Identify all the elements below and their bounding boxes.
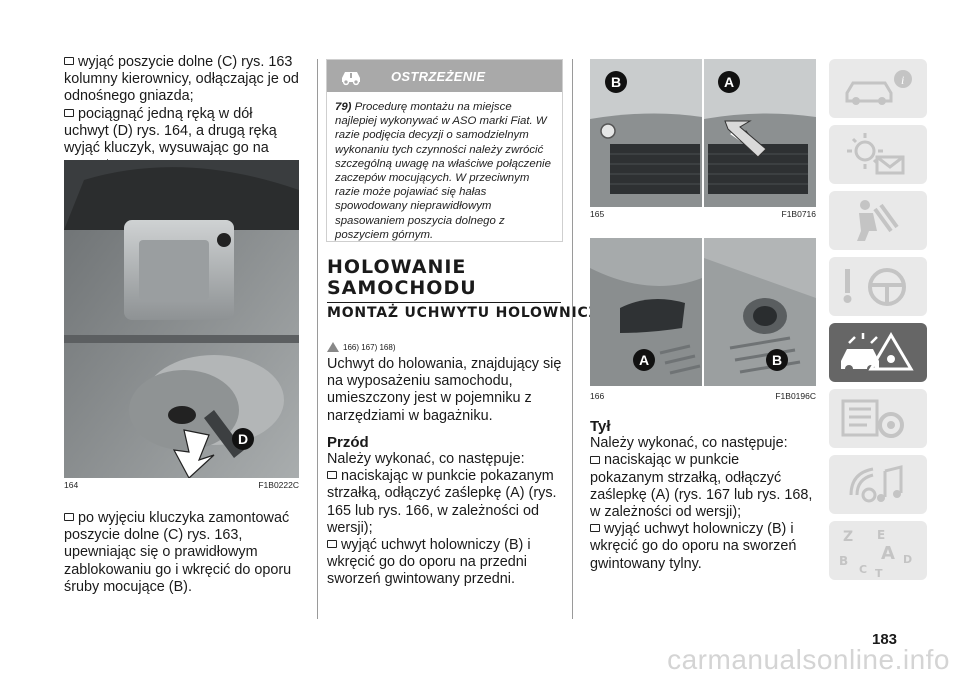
label-d: D bbox=[232, 428, 254, 450]
tab-car-info[interactable]: i bbox=[829, 59, 927, 118]
front-bumper-illustration bbox=[590, 59, 816, 207]
svg-text:E: E bbox=[877, 528, 885, 542]
figure-166-caption: 166 F1B0196C bbox=[590, 391, 816, 401]
figure-number: 165 bbox=[590, 209, 605, 219]
svg-text:i: i bbox=[901, 73, 904, 87]
warning-body: 79) Procedurę montażu na miejsce najlepi… bbox=[327, 92, 562, 242]
step-reinstall-cover: po wyjęciu kluczyka zamontować poszycie … bbox=[64, 510, 299, 596]
tab-warning-lights[interactable] bbox=[829, 125, 927, 184]
figure-number: 164 bbox=[64, 480, 79, 490]
notes-references: 166) 167) 168) bbox=[327, 342, 395, 352]
step-pull-handle: pociągnąć jedną ręką w dół uchwyt (D) ry… bbox=[64, 106, 299, 175]
tab-safety[interactable] bbox=[829, 191, 927, 250]
bullet-icon bbox=[327, 540, 337, 549]
step-text: wyjąć uchwyt holowniczy (B) i wkręcić go… bbox=[590, 521, 797, 572]
tab-index[interactable]: Z E B A D C T bbox=[829, 521, 927, 580]
rear-step-2: wyjąć uchwyt holowniczy (B) i wkręcić go… bbox=[590, 521, 816, 573]
warning-triangle-icon bbox=[327, 342, 339, 352]
svg-text:A: A bbox=[881, 543, 895, 564]
steering-wheel-icon bbox=[843, 268, 906, 306]
step-text: pociągnąć jedną ręką w dół uchwyt (D) ry… bbox=[64, 105, 277, 174]
maintenance-icon bbox=[841, 399, 904, 438]
warning-text: Procedurę montażu na miejsce najlepiej w… bbox=[335, 101, 551, 241]
figure-165-image: B A bbox=[590, 59, 816, 207]
tab-multimedia[interactable] bbox=[829, 455, 927, 514]
step-text: wyjąć uchwyt holowniczy (B) i wkręcić go… bbox=[327, 537, 531, 588]
column-divider bbox=[572, 59, 573, 619]
tab-emergency[interactable] bbox=[829, 323, 927, 382]
step-text: naciskając w punkcie pokazanym strzałką,… bbox=[590, 452, 813, 521]
figure-165-caption: 165 F1B0716 bbox=[590, 209, 816, 219]
svg-text:C: C bbox=[859, 563, 867, 576]
emergency-icon bbox=[841, 332, 914, 373]
bullet-icon bbox=[64, 57, 74, 66]
index-icon: Z E B A D C T bbox=[839, 528, 912, 580]
rear-intro: Należy wykonać, co następuje: bbox=[590, 435, 788, 452]
tab-driving[interactable] bbox=[829, 257, 927, 316]
figure-number: 166 bbox=[590, 391, 605, 401]
front-step-2: wyjąć uchwyt holowniczy (B) i wkręcić go… bbox=[327, 537, 562, 589]
step-remove-cover: wyjąć poszycie dolne (C) rys. 163 kolumn… bbox=[64, 54, 299, 106]
warning-box: OSTRZEŻENIE 79) Procedurę montażu na mie… bbox=[326, 59, 563, 242]
figure-code: F1B0196C bbox=[775, 391, 816, 401]
warning-title: OSTRZEŻENIE bbox=[391, 68, 486, 84]
step-text: wyjąć poszycie dolne (C) rys. 163 kolumn… bbox=[64, 54, 299, 105]
label-a: A bbox=[633, 349, 655, 371]
label-b: B bbox=[766, 349, 788, 371]
bumper-hook-illustration bbox=[590, 238, 816, 386]
warning-number: 79) bbox=[335, 101, 352, 113]
svg-text:B: B bbox=[839, 554, 848, 568]
column-1-bottom: po wyjęciu kluczyka zamontować poszycie … bbox=[64, 510, 299, 596]
towing-intro: Uchwyt do holowania, znajdujący się na w… bbox=[327, 356, 562, 424]
figure-code: F1B0716 bbox=[781, 209, 817, 219]
warning-header: OSTRZEŻENIE bbox=[327, 60, 562, 92]
car-info-icon: i bbox=[845, 70, 912, 105]
bullet-icon bbox=[64, 513, 74, 522]
figure-166-image: A B bbox=[590, 238, 816, 386]
warning-lights-icon bbox=[847, 133, 905, 175]
multimedia-icon bbox=[849, 465, 903, 503]
airbag-safety-icon bbox=[857, 200, 899, 241]
figure-code: F1B0222C bbox=[258, 480, 299, 490]
subsection-title: MONTAŻ UCHWYTU HOLOWNICZEGO bbox=[327, 305, 635, 321]
svg-text:T: T bbox=[875, 567, 883, 580]
label-b: B bbox=[605, 71, 627, 93]
bullet-icon bbox=[590, 524, 600, 533]
rear-heading: Tył bbox=[590, 418, 611, 435]
references-text: 166) 167) 168) bbox=[343, 342, 396, 352]
column-2-text: Uchwyt do holowania, znajdujący się na w… bbox=[327, 356, 562, 589]
figure-164-caption: 164 F1B0222C bbox=[64, 480, 299, 490]
tab-maintenance[interactable] bbox=[829, 389, 927, 448]
column-3-text: Tył Należy wykonać, co następuje: nacisk… bbox=[590, 418, 816, 573]
watermark: carmanualsonline.info bbox=[667, 644, 950, 675]
front-step-1: naciskając w punkcie pokazanym strzałką,… bbox=[327, 468, 562, 537]
step-text: naciskając w punkcie pokazanym strzałką,… bbox=[327, 468, 557, 536]
column-divider bbox=[317, 59, 318, 619]
column-1: wyjąć poszycie dolne (C) rys. 163 kolumn… bbox=[64, 54, 299, 174]
page-number: 183 bbox=[872, 631, 898, 648]
front-intro: Należy wykonać, co następuje: bbox=[327, 451, 525, 468]
label-a: A bbox=[718, 71, 740, 93]
bullet-icon bbox=[64, 108, 74, 117]
car-warning-icon bbox=[342, 72, 360, 86]
steering-column-illustration bbox=[64, 160, 299, 478]
bullet-icon bbox=[590, 455, 600, 464]
step-text: po wyjęciu kluczyka zamontować poszycie … bbox=[64, 510, 292, 595]
rear-step-1: naciskając w punkcie pokazanym strzałką,… bbox=[590, 452, 816, 521]
bullet-icon bbox=[327, 471, 337, 480]
front-heading: Przód bbox=[327, 433, 369, 451]
section-title: HOLOWANIE SAMOCHODU bbox=[327, 257, 561, 303]
svg-text:Z: Z bbox=[843, 529, 853, 545]
svg-text:D: D bbox=[903, 553, 912, 566]
figure-164-image: D bbox=[64, 160, 299, 478]
